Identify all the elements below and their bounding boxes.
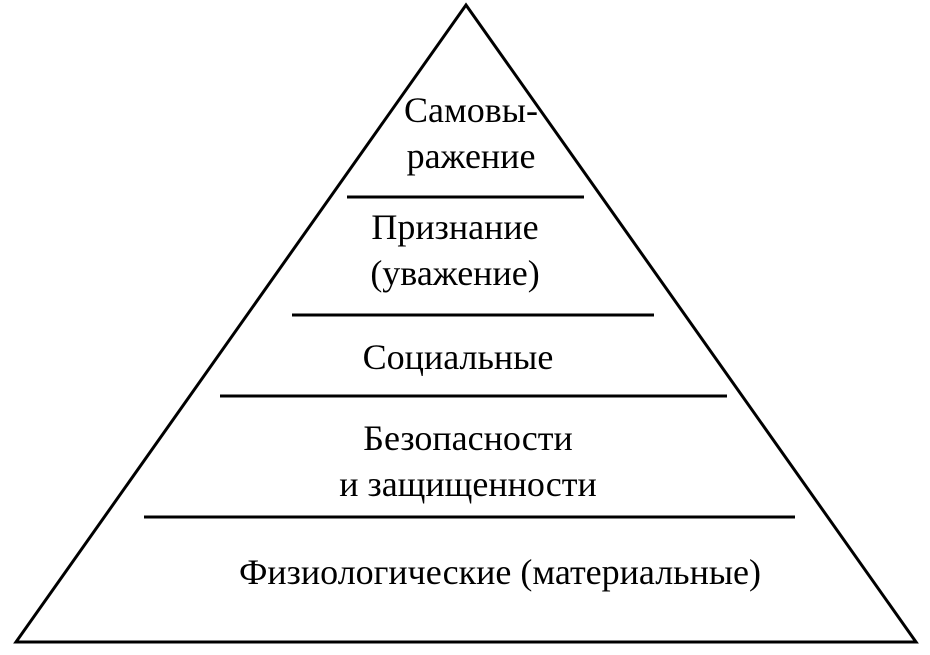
level-safety-line2: и защищенности: [339, 464, 597, 504]
level-safety-line1: Безопасности: [363, 418, 573, 458]
level-safety: Безопасности и защищенности: [268, 415, 668, 507]
level-recognition: Признание (уважение): [330, 204, 580, 296]
level-social: Социальные: [308, 334, 608, 380]
level-self-expression-line1: Самовы-: [404, 90, 538, 130]
level-recognition-line2: (уважение): [370, 253, 540, 293]
level-self-expression-line2: ражение: [406, 136, 536, 176]
pyramid-outline: [13, 2, 919, 644]
level-social-line1: Социальные: [362, 337, 554, 377]
level-self-expression: Самовы- ражение: [366, 87, 576, 179]
level-physiological-line1: Физиологические (материальные): [238, 552, 762, 592]
level-recognition-line1: Признание: [371, 207, 539, 247]
level-physiological: Физиологические (материальные): [180, 549, 820, 595]
